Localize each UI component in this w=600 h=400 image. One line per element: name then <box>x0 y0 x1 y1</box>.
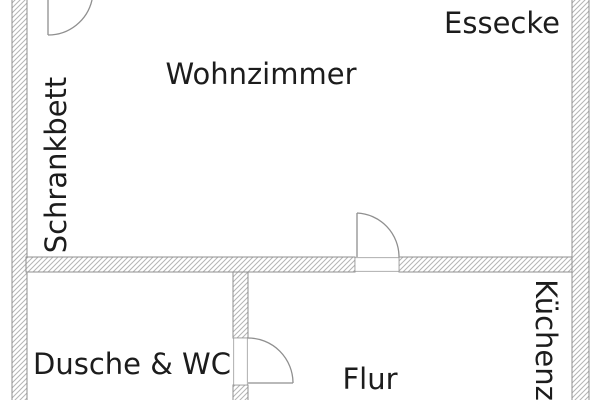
door-swing-arc-dusche-flur <box>247 337 294 384</box>
door-swing-arc-top-left <box>47 0 93 36</box>
door-opening-dusche-flur <box>233 337 248 386</box>
room-label-dusche-wc: Dusche & WC <box>33 347 231 381</box>
wall-interior-vertical-upper-segment <box>232 271 249 339</box>
room-label-wohnzimmer: Wohnzimmer <box>165 57 356 91</box>
wall-left-exterior <box>11 0 28 400</box>
room-label-kuechenzeile: Küchenz <box>529 279 563 400</box>
wall-middle-horizontal-left-segment <box>25 256 356 273</box>
room-label-schrankbett: Schrankbett <box>39 77 73 254</box>
room-label-flur: Flur <box>342 362 397 396</box>
wall-middle-horizontal-right-segment <box>398 256 573 273</box>
wall-right-exterior <box>571 0 590 400</box>
door-opening-wohnzimmer-flur <box>354 257 400 272</box>
door-swing-arc-wohnzimmer-flur <box>356 212 400 258</box>
wall-interior-vertical-lower-segment <box>232 384 249 400</box>
room-label-essecke: Essecke <box>444 6 560 40</box>
